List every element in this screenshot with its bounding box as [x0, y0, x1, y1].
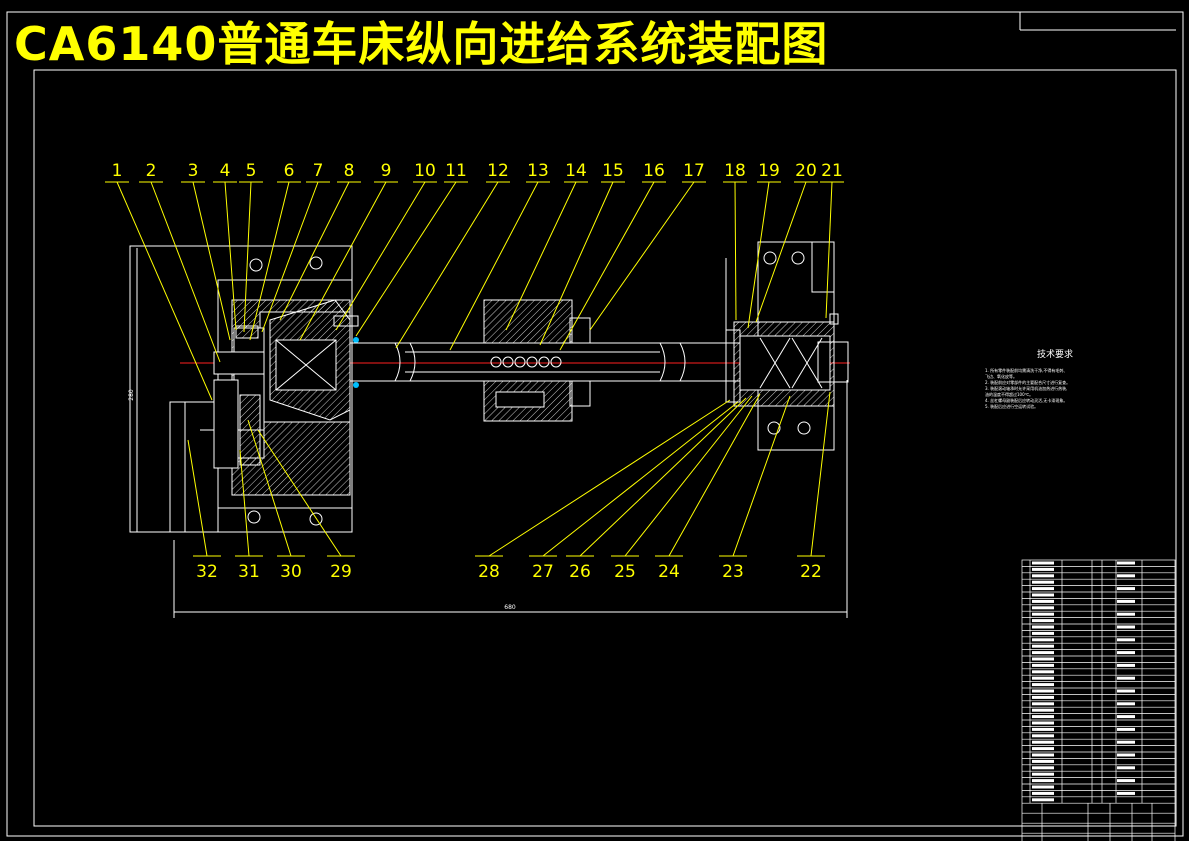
- callout-label: 3: [188, 161, 199, 181]
- overall-length-dimension: 680: [504, 604, 516, 611]
- tech-requirement-line: 3. 装配滚动轴承时允许采用机油加热进行热装,: [985, 386, 1068, 391]
- drawing-title: CA6140普通车床纵向进给系统装配图: [14, 17, 829, 71]
- callout-label: 10: [414, 161, 436, 181]
- callout-label: 14: [565, 161, 587, 181]
- callout-label: 29: [330, 562, 352, 582]
- dimension-lines: [136, 248, 848, 618]
- callout-label: 1: [112, 161, 123, 181]
- callout-label: 8: [344, 161, 355, 181]
- left-bearing-housing: [129, 245, 359, 533]
- callout-label: 18: [724, 161, 746, 181]
- callout-label: 5: [246, 161, 257, 181]
- callout-label: 19: [758, 161, 780, 181]
- height-dimension: 280: [128, 389, 135, 401]
- callout-label: 9: [381, 161, 392, 181]
- callout-label: 25: [614, 562, 636, 582]
- callout-label: 11: [445, 161, 467, 181]
- callout-label: 7: [313, 161, 324, 181]
- callout-label: 15: [602, 161, 624, 181]
- callout-label: 24: [658, 562, 680, 582]
- callout-label: 27: [532, 562, 554, 582]
- callout-label: 26: [569, 562, 591, 582]
- callout-label: 28: [478, 562, 500, 582]
- callout-label: 22: [800, 562, 822, 582]
- tech-requirement-line: 2. 装配前应对零部件的主要配合尺寸进行复查。: [985, 380, 1071, 385]
- inner-frame: [33, 69, 1177, 827]
- parts-list-table: [1021, 559, 1176, 841]
- tech-requirement-line: 5. 装配后应进行空运转试验。: [985, 404, 1039, 409]
- tech-requirement-line: 油的温度不得超过100℃。: [985, 392, 1034, 397]
- tech-requirement-line: 4. 丝杠螺母副装配后应转动灵活,无卡滞现象。: [985, 398, 1068, 403]
- ball-nut: [483, 299, 591, 422]
- outer-frame: [6, 11, 1184, 837]
- bottom-part-callouts: 32 31 30 29 28 27 26 25 24 23 22: [187, 391, 831, 582]
- right-bearing-housing: [725, 241, 849, 451]
- callout-label: 31: [238, 562, 260, 582]
- tech-requirement-line: 飞边、氧化皮等。: [985, 374, 1017, 379]
- callout-label: 17: [683, 161, 705, 181]
- callout-label: 21: [821, 161, 843, 181]
- callout-label: 13: [527, 161, 549, 181]
- technical-requirements: 技术要求 1. 所有零件装配前均需清洗干净,不得有毛刺、 飞边、氧化皮等。2. …: [985, 347, 1125, 410]
- callout-label: 23: [722, 562, 744, 582]
- lead-screw: [349, 342, 756, 382]
- callout-label: 30: [280, 562, 302, 582]
- callout-label: 12: [487, 161, 509, 181]
- tech-requirement-line: 1. 所有零件装配前均需清洗干净,不得有毛刺、: [985, 368, 1068, 373]
- callout-label: 32: [196, 562, 218, 582]
- callout-label: 20: [795, 161, 817, 181]
- tech-requirements-heading: 技术要求: [1036, 350, 1073, 360]
- callout-label: 2: [146, 161, 157, 181]
- callout-label: 4: [220, 161, 231, 181]
- callout-label: 16: [643, 161, 665, 181]
- callout-label: 6: [284, 161, 295, 181]
